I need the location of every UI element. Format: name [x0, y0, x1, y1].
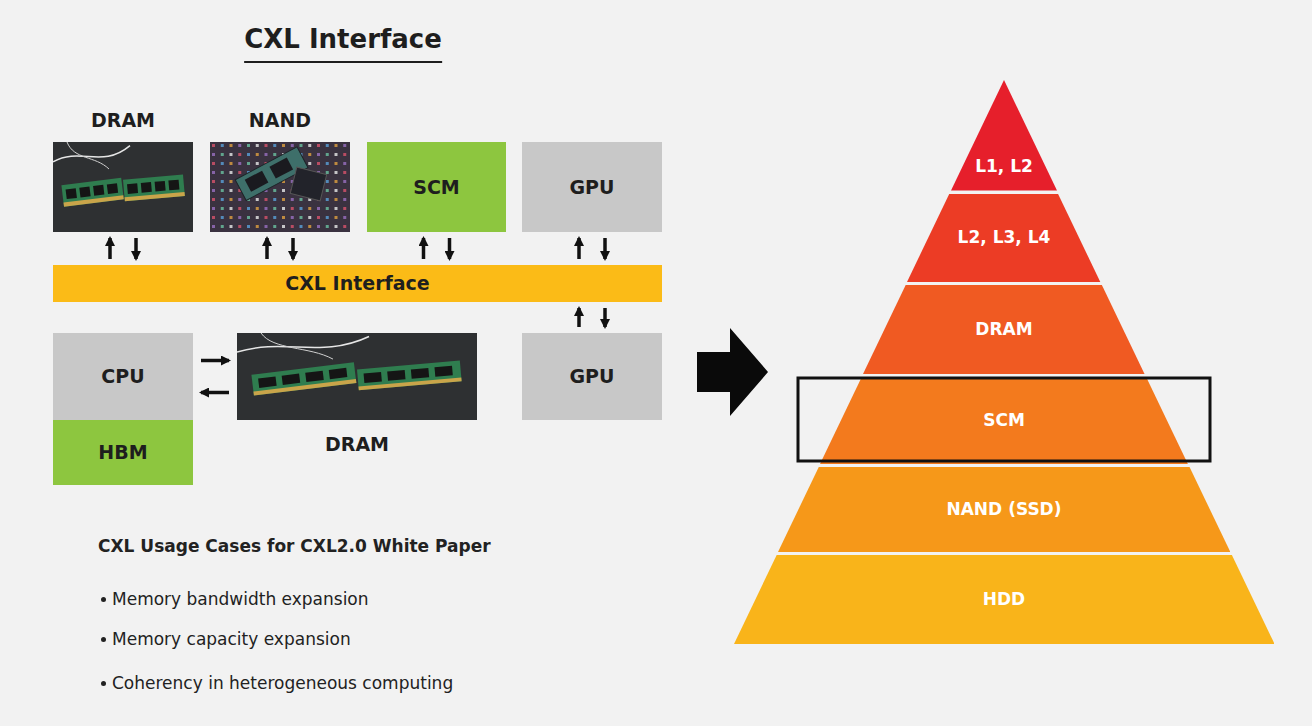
- component-label: GPU: [570, 176, 615, 199]
- component-label: CXL Interface: [285, 272, 430, 295]
- bullet-dot: [101, 597, 106, 602]
- component-label: CPU: [101, 365, 144, 388]
- component-label: HBM: [98, 441, 147, 464]
- bidirectional-arrow: [201, 361, 229, 393]
- bidirectional-arrow: [579, 238, 605, 259]
- hierarchy-level: DRAM: [863, 285, 1145, 374]
- product-photo: [53, 142, 193, 232]
- list-item: Coherency in heterogeneous computing: [112, 673, 453, 693]
- list-heading: CXL Usage Cases for CXL2.0 White Paper: [98, 536, 491, 556]
- arrow-line: [577, 238, 581, 259]
- level-label: DRAM: [975, 319, 1032, 339]
- list-item: Memory capacity expansion: [112, 629, 351, 649]
- bidirectional-arrow: [110, 238, 136, 259]
- component-label: SCM: [413, 176, 460, 199]
- hierarchy-level: L1, L2: [951, 80, 1057, 191]
- component-label: DRAM: [325, 433, 389, 456]
- arrow-line: [201, 391, 229, 395]
- hierarchy-level: SCM: [820, 377, 1188, 464]
- component-label: NAND: [249, 109, 311, 132]
- diagram-title: CXL Interface: [244, 24, 442, 63]
- dram-photo: DRAM: [53, 105, 193, 232]
- arrow-line: [108, 238, 112, 259]
- product-photo: [210, 142, 350, 232]
- component-label: GPU: [570, 365, 615, 388]
- level-label: L2, L3, L4: [958, 227, 1051, 247]
- list-item: Memory bandwidth expansion: [112, 589, 369, 609]
- device-box: GPU: [522, 142, 662, 232]
- big-arrow: [697, 328, 768, 416]
- arrow-line: [422, 238, 426, 259]
- level-label: HDD: [983, 589, 1025, 609]
- arrow-line: [265, 238, 269, 259]
- component-label: DRAM: [91, 109, 155, 132]
- bidirectional-arrow: [424, 238, 450, 259]
- device-box: CPU: [53, 333, 193, 420]
- arrow-line: [448, 238, 452, 259]
- arrow-line: [603, 238, 607, 259]
- hierarchy-level: HDD: [734, 555, 1275, 644]
- highlight-frame: [798, 378, 1210, 461]
- level-label: NAND (SSD): [946, 499, 1061, 519]
- arrow-line: [577, 308, 581, 327]
- nand-photo: NAND: [210, 105, 350, 232]
- bullet-dot: [101, 681, 106, 686]
- product-photo: [237, 333, 477, 420]
- arrow-line: [291, 238, 295, 259]
- memory-box: HBM: [53, 420, 193, 485]
- level-label: L1, L2: [975, 156, 1033, 176]
- hierarchy-level: L2, L3, L4: [907, 194, 1100, 282]
- arrow-line: [201, 359, 229, 363]
- device-box: GPU: [522, 333, 662, 420]
- bullet-dot: [101, 637, 106, 642]
- bidirectional-arrow: [267, 238, 293, 259]
- bidirectional-arrow: [579, 308, 605, 327]
- dram-photo: DRAM: [237, 333, 477, 460]
- level-label: SCM: [983, 410, 1025, 430]
- memory-box: SCM: [367, 142, 506, 232]
- interface-band: CXL Interface: [53, 265, 662, 302]
- arrow-line: [603, 308, 607, 327]
- hierarchy-level: NAND (SSD): [778, 467, 1230, 552]
- arrow-line: [134, 238, 138, 259]
